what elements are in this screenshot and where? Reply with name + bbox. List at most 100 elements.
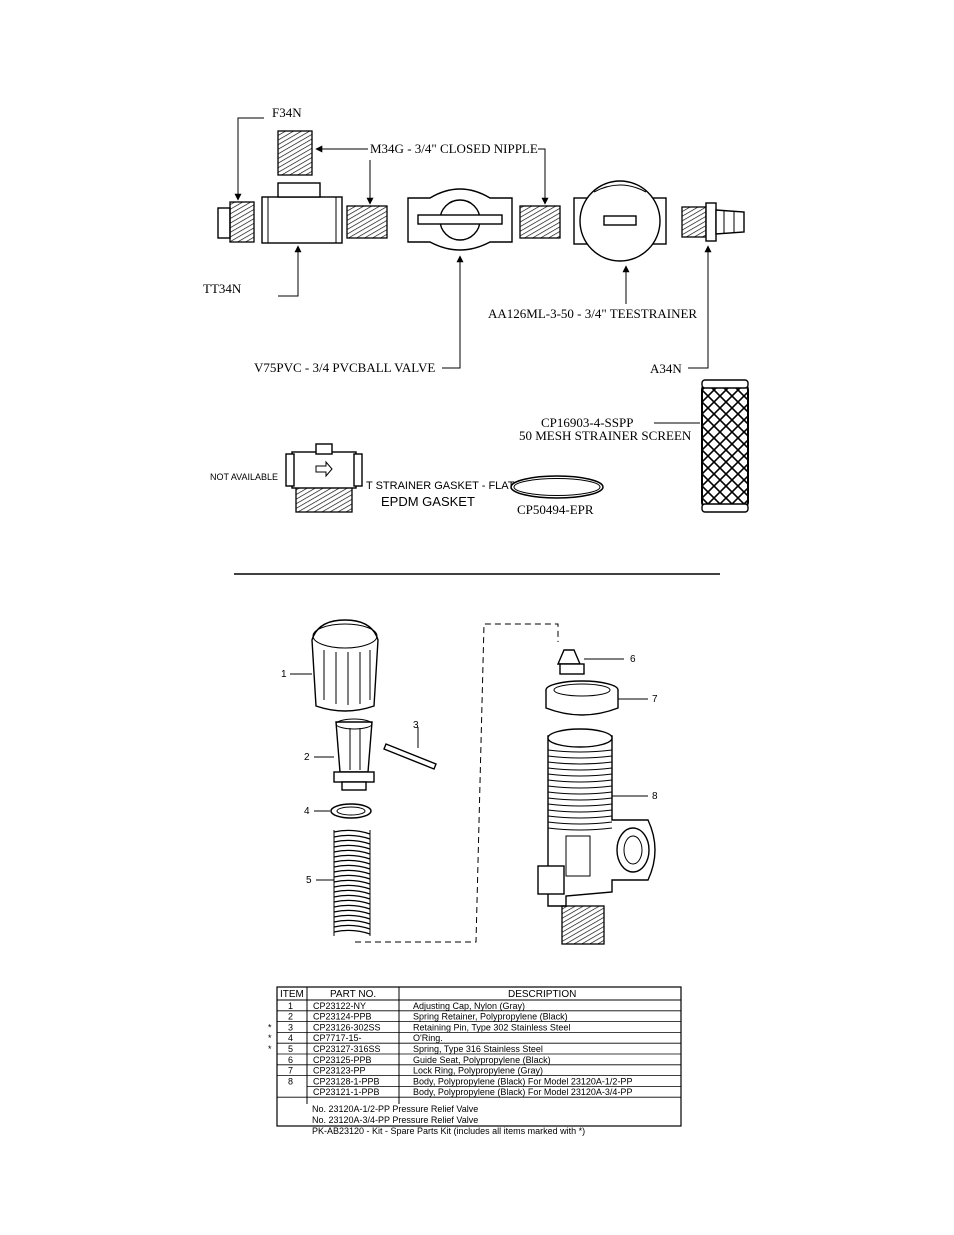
- callout-5: 5: [306, 875, 312, 886]
- parts-table: ITEM PART NO. DESCRIPTION 1 CP23122-NY Adj…: [268, 986, 682, 1136]
- spring-coil: [333, 889, 371, 895]
- spring-coil: [333, 919, 371, 925]
- table-row-item: 1: [288, 1001, 293, 1011]
- callout-1: 1: [281, 669, 287, 680]
- body-rib: [547, 767, 613, 771]
- table-row-part: CP7717-15-: [313, 1033, 362, 1043]
- table-row-item: 6: [288, 1055, 293, 1065]
- m34g-label: M34G - 3/4" CLOSED NIPPLE: [370, 141, 538, 156]
- spring-retainer-part: [333, 718, 375, 791]
- flat-gasket-part: [510, 475, 604, 499]
- table-row-item: 5: [288, 1044, 293, 1054]
- retaining-pin-part: [383, 743, 437, 770]
- spring-coil: [333, 869, 371, 875]
- body-rib: [547, 797, 613, 801]
- body-rib: [547, 785, 613, 789]
- strainer-body-part: [285, 443, 363, 513]
- tt34n-leader: [278, 245, 302, 297]
- spring-coil: [333, 884, 371, 890]
- table-row-desc: Spring Retainer, Polypropylene (Black): [413, 1012, 568, 1022]
- callout-3: 3: [413, 720, 419, 731]
- table-footer-row-1: No. 23120A-1/2-PP Pressure Relief Valve: [312, 1104, 478, 1114]
- body-rib: [547, 779, 613, 783]
- spring-coil: [333, 854, 371, 860]
- a34n-adapter-part: [681, 202, 745, 242]
- table-row-desc: Retaining Pin, Type 302 Stainless Steel: [413, 1022, 570, 1032]
- table-row-desc: Spring, Type 316 Stainless Steel: [413, 1044, 543, 1054]
- spring-coil: [333, 894, 371, 900]
- v75pvc-ball-valve-part: [407, 188, 513, 251]
- top-assembly: F34N M34G - 3/4" CLOSED NIPPLE TT34N AA1…: [203, 105, 749, 517]
- strainer-screen-part: [701, 379, 749, 513]
- f34n-plug-part: [217, 201, 255, 243]
- spring-coil: [333, 864, 371, 870]
- valve-body-part: [537, 728, 656, 945]
- table-row-desc: Adjusting Cap, Nylon (Gray): [413, 1001, 525, 1011]
- table-row-desc: Lock Ring, Polypropylene (Gray): [413, 1066, 543, 1076]
- tt34n-tee-part: [261, 182, 343, 244]
- body-rib: [547, 791, 613, 795]
- table-row-item: 7: [288, 1066, 293, 1076]
- table-row-part: CP23125-PPB: [313, 1055, 372, 1065]
- callout-2: 2: [304, 752, 310, 763]
- body-rib: [547, 761, 613, 765]
- table-row-desc: Body, Polypropylene (Black) For Model 23…: [413, 1087, 632, 1097]
- spring-coil: [333, 929, 371, 935]
- exploded-view: 1 2 3 4 5 6 7 8: [281, 619, 658, 945]
- spring-coil: [333, 879, 371, 885]
- o-ring-part: [330, 803, 372, 819]
- table-row-part: CP23124-PPB: [313, 1012, 372, 1022]
- table-row-mark: *: [268, 1022, 272, 1032]
- spring-coil: [333, 834, 371, 840]
- assembly-dashed-line: [355, 623, 559, 943]
- table-row-part: CP23122-NY: [313, 1001, 366, 1011]
- spring-coil: [333, 874, 371, 880]
- f34n-label: F34N: [272, 105, 302, 120]
- a34n-leader: [688, 245, 712, 369]
- table-row-item: 2: [288, 1012, 293, 1022]
- table-row-mark: *: [268, 1033, 272, 1043]
- table-row-item: 4: [288, 1033, 293, 1043]
- spring-coil: [333, 909, 371, 915]
- callout-6: 6: [630, 654, 636, 665]
- body-rib: [547, 815, 613, 819]
- m34g-right-leader: [538, 148, 549, 205]
- table-row-desc: Body, Polypropylene (Black) For Model 23…: [413, 1076, 632, 1086]
- nipple-part: [346, 205, 388, 239]
- spring-coil: [333, 849, 371, 855]
- table-row-part: CP23128-1-PPB: [313, 1076, 380, 1086]
- spring-coil: [333, 839, 371, 845]
- aa126-label: AA126ML-3-50 - 3/4" TEESTRAINER: [488, 306, 697, 321]
- spring-coil: [333, 844, 371, 850]
- table-row-part: CP23121-1-PPB: [313, 1087, 380, 1097]
- spring-coil: [333, 924, 371, 930]
- body-rib: [547, 749, 613, 753]
- kit-note: PK-AB23120 - Kit - Spare Parts Kit (incl…: [312, 1126, 585, 1136]
- table-row-item: 3: [288, 1022, 293, 1032]
- spring-coil: [333, 914, 371, 920]
- m34g-nipple-part: [277, 130, 313, 176]
- mesh-label: 50 MESH STRAINER SCREEN: [519, 428, 692, 443]
- spring-coil: [333, 904, 371, 910]
- v75pvc-label: V75PVC - 3/4 PVCBALL VALVE: [254, 360, 435, 375]
- gasket-label-2: EPDM GASKET: [381, 494, 475, 509]
- table-header-desc: DESCRIPTION: [508, 989, 576, 1000]
- table-header-part: PART NO.: [330, 989, 376, 1000]
- nipple-part-2: [519, 205, 561, 239]
- table-row-part: CP23126-302SS: [313, 1022, 381, 1032]
- body-rib: [547, 803, 613, 807]
- gasket-label-1: T STRAINER GASKET - FLAT: [366, 480, 515, 492]
- spring-coil: [333, 899, 371, 905]
- not-available-label: NOT AVAILABLE: [210, 472, 278, 482]
- body-rib: [547, 821, 613, 825]
- table-row-part: CP23123-PP: [313, 1066, 366, 1076]
- callout-4: 4: [304, 806, 310, 817]
- cp16903-label: CP16903-4-SSPP: [541, 415, 633, 430]
- table-header-item: ITEM: [280, 989, 304, 1000]
- table-row-mark: *: [268, 1044, 272, 1054]
- callout-8: 8: [652, 791, 658, 802]
- lock-ring-part: [545, 680, 619, 716]
- body-rib: [547, 773, 613, 777]
- f34n-leader: [234, 117, 264, 201]
